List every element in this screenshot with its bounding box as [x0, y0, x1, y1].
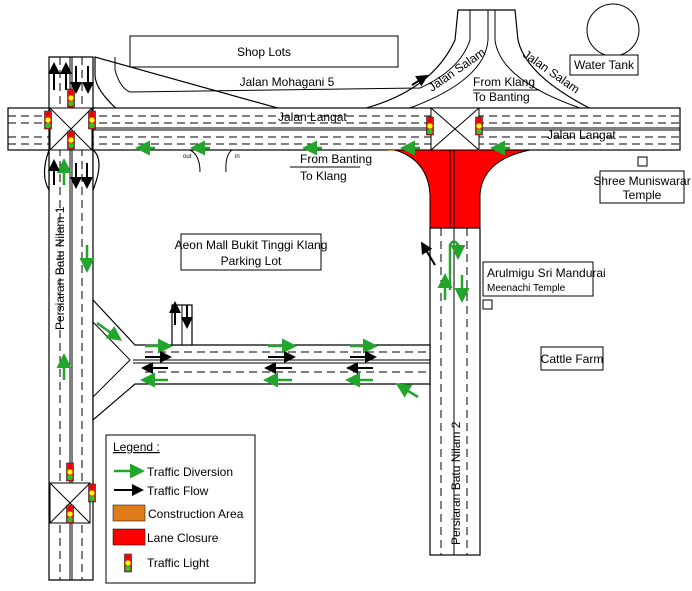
shop-lots: [129, 35, 399, 68]
lane-closure: [394, 149, 531, 229]
legend-item: Traffic Light: [147, 556, 210, 570]
jalan-langat-label: Jalan Langat: [547, 128, 616, 142]
jalan-mohagani-label: Jalan Mohagani 5: [240, 75, 335, 89]
right-intersection: [430, 107, 480, 151]
traffic-light-icon: [66, 504, 74, 524]
batu-nilam-2-label: Persiaran Batu Nilam 2: [449, 421, 463, 545]
closure-swatch: [112, 528, 146, 546]
to-banting-label: To Banting: [473, 90, 530, 104]
traffic-light-icon: [66, 462, 74, 482]
shree-temple-label: Shree Muniswarar: [593, 174, 690, 188]
arulmigu-temple-label: Arulmigu Sri Mandurai: [487, 266, 606, 280]
legend-item: Traffic Flow: [147, 484, 209, 498]
traffic-light-icon: [426, 116, 434, 136]
traffic-light-icon: [124, 553, 132, 573]
traffic-flow-arrows: [48, 62, 436, 374]
legend-item: Construction Area: [148, 507, 244, 521]
in-label: in: [235, 154, 240, 160]
traffic-light-icon: [88, 483, 96, 503]
traffic-light-icon: [88, 110, 96, 130]
legend-item: Traffic Diversion: [147, 465, 233, 479]
legend-title: Legend :: [113, 440, 160, 454]
aeon-parking-label: Parking Lot: [221, 254, 282, 268]
jalan-langat-road: [7, 107, 681, 151]
legend-item: Lane Closure: [147, 531, 219, 545]
aeon-mall-label: Aeon Mall Bukit Tinggi Klang: [175, 238, 328, 252]
to-klang-label: To Klang: [300, 169, 347, 183]
cattle-farm-label: Cattle Farm: [541, 352, 604, 366]
traffic-light-icon: [67, 88, 75, 108]
construction-swatch: [112, 504, 146, 522]
traffic-light-icon: [44, 110, 52, 130]
legend: Legend : Traffic Diversion Traffic Flow …: [105, 434, 256, 584]
water-tank-label: Water Tank: [574, 58, 635, 72]
from-klang-label: From Klang: [473, 75, 535, 89]
traffic-light-icon: [67, 130, 75, 150]
shop-lots-label: Shop Lots: [237, 45, 291, 59]
jalan-langat-label: Jalan Langat: [278, 110, 347, 124]
water-tank: [586, 3, 640, 57]
traffic-diversion-arrows: [56, 140, 510, 399]
arulmigu-temple-label: Meenachi Temple: [487, 283, 566, 294]
batu-nilam-1-label: Persiaran Batu Nilam 1: [53, 206, 67, 330]
out-label: out: [183, 154, 192, 160]
from-banting-label: From Banting: [300, 152, 372, 166]
traffic-light-icon: [475, 116, 483, 136]
shree-temple-label: Temple: [623, 188, 662, 202]
parking-access-road: [92, 298, 431, 422]
